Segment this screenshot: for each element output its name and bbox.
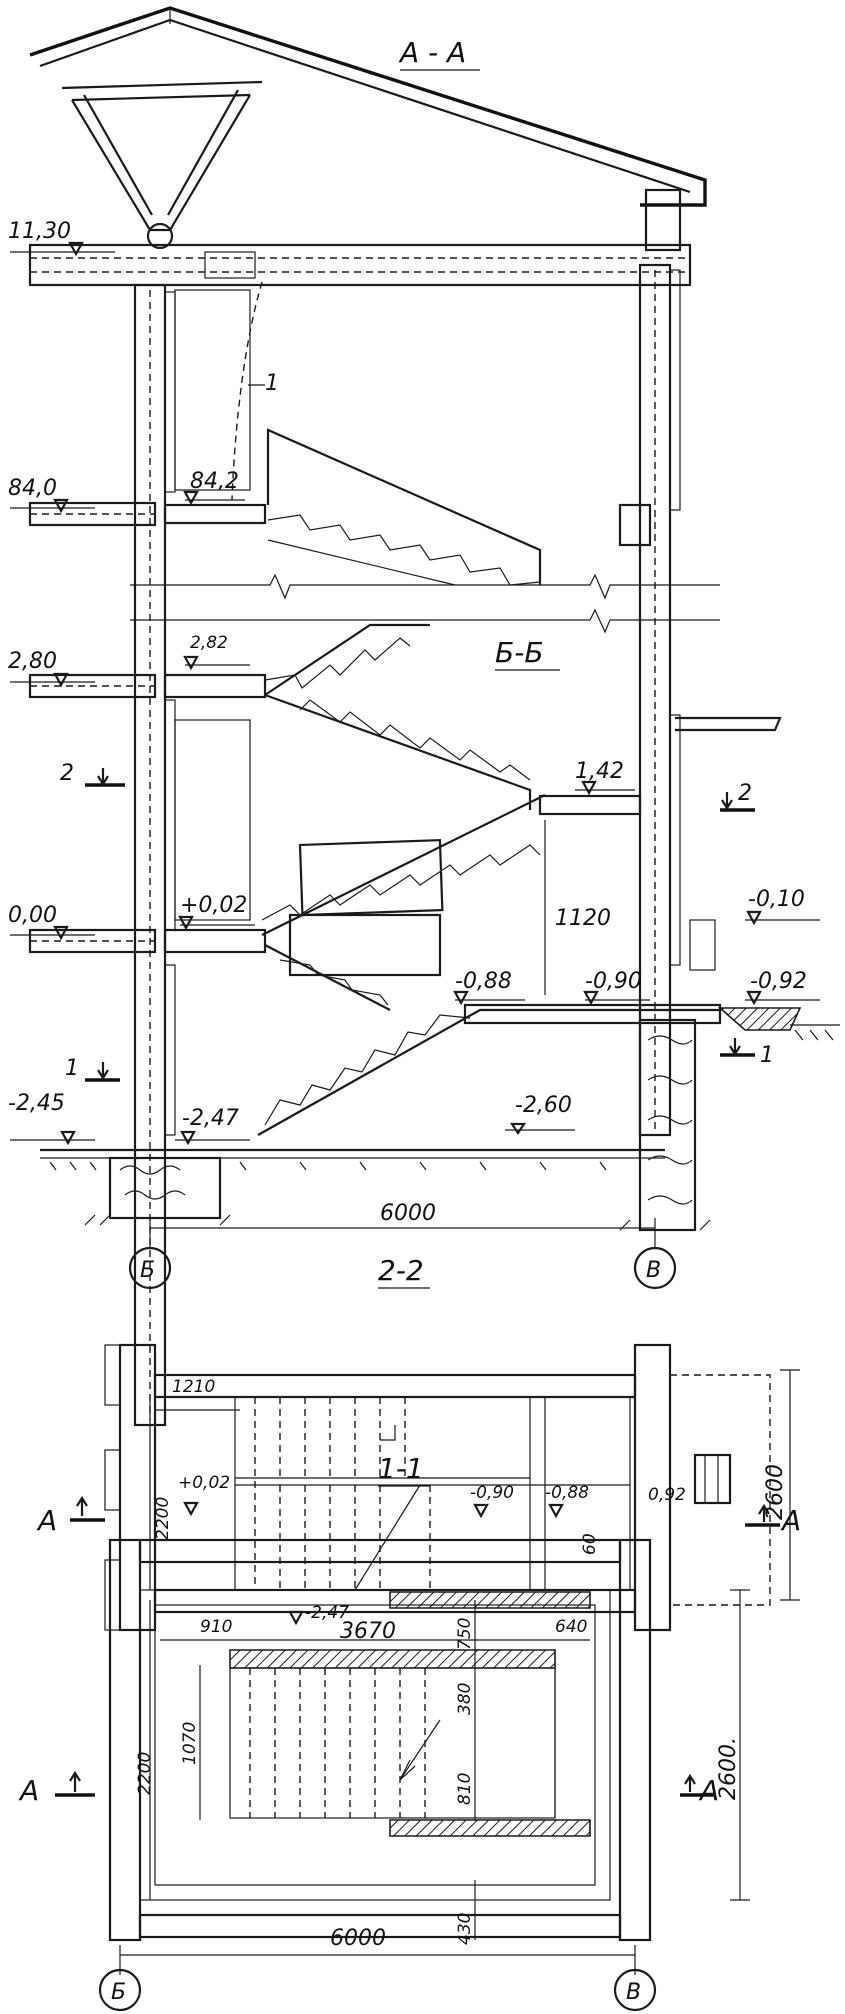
section-title-aa: А - А [398, 36, 466, 69]
cut-1-left: 1 [65, 1056, 79, 1081]
dim-2600-a: 2600 [763, 1464, 788, 1520]
ground [40, 1024, 840, 1171]
elevation-markers [10, 69, 820, 1487]
left-wall [133, 283, 176, 1427]
elev-245: -2,45 [8, 1091, 65, 1116]
dim-810: 810 [455, 1773, 475, 1805]
plan-22 [70, 1343, 800, 1632]
section-title-bb: Б-Б [495, 636, 544, 669]
axis-v-top: В [646, 1258, 661, 1283]
section-title-11: 1-1 [378, 1452, 424, 1485]
section-title-22: 2-2 [378, 1254, 424, 1287]
dim-2600-b: 2600. [716, 1737, 741, 1800]
elev-280: 2,80 [8, 649, 57, 674]
dim-6000-plan: 6000 [330, 1926, 386, 1951]
canopy [675, 716, 782, 732]
dim-6000-section: 6000 [380, 1201, 436, 1226]
top-slab [28, 243, 692, 287]
leader-1 [231, 281, 263, 501]
right-wall [638, 263, 681, 1137]
elev-092: -0,92 [750, 969, 807, 994]
elev-282: 2,82 [190, 633, 228, 653]
axis-b-top: Б [140, 1258, 155, 1283]
elev-260: -2,60 [515, 1093, 572, 1118]
plan22-elev-090: -0,90 [470, 1483, 514, 1503]
upper-flight [266, 428, 542, 586]
break-lines [130, 573, 720, 634]
cut-1-right: 1 [760, 1043, 774, 1068]
axis-a-plan11-right: А [698, 1774, 719, 1807]
elev-010: -0,10 [748, 887, 805, 912]
axis-bubbles-bottom [98, 1965, 657, 2012]
plan22-elev-002: +0,02 [178, 1473, 230, 1493]
elev-842: 84,2 [190, 469, 239, 494]
door-middle [174, 719, 251, 921]
cut-2-right: 2 [738, 781, 752, 806]
elev-840: 84,0 [8, 476, 57, 501]
floor-slab-000 [28, 928, 267, 954]
plan22-treads [254, 1397, 431, 1591]
dim-3670: 3670 [340, 1619, 396, 1644]
dim-6000-top [149, 1218, 656, 1238]
floor-slab-280 [28, 673, 267, 699]
dim-2200-b: 2200 [135, 1752, 155, 1795]
elev-002: +0,02 [180, 893, 247, 918]
dim-910: 910 [200, 1617, 232, 1637]
plan-11 [55, 1538, 750, 1965]
axis-a-plan22-right: А [780, 1504, 801, 1537]
elev-1130: 11,30 [8, 219, 71, 244]
axis-bubbles-top [128, 1238, 677, 1290]
dim-430: 430 [455, 1913, 475, 1945]
elev-142: 1,42 [575, 759, 624, 784]
basement-flight [257, 1003, 802, 1136]
axis-a-plan11-left: А [18, 1774, 39, 1807]
elev-090: -0,90 [585, 969, 642, 994]
dim-1210: 1210 [172, 1377, 215, 1397]
floor-slab-upper [28, 501, 652, 547]
dim-1070: 1070 [180, 1722, 200, 1765]
dim-640: 640 [555, 1617, 587, 1637]
dim-1120: 1120 [555, 906, 611, 931]
landing-142 [538, 794, 642, 995]
plan11-treads [249, 1668, 441, 1818]
axis-v-bottom: В [626, 1980, 641, 2005]
axis-b-bottom: Б [111, 1980, 126, 2005]
section-aa [10, 6, 840, 1487]
plan22-elev-088: -0,88 [545, 1483, 589, 1503]
foundation-left [84, 1156, 231, 1226]
dim-750: 750 [455, 1618, 475, 1650]
mark-1: 1 [265, 371, 279, 396]
cut-2-left: 2 [60, 761, 74, 786]
plan11-elev-247: -2,47 [305, 1603, 349, 1623]
plan22-dim-60: 60 [580, 1533, 600, 1555]
dim-380: 380 [455, 1683, 475, 1715]
foundation-right [619, 1018, 711, 1232]
roof [29, 6, 707, 252]
elev-088: -0,88 [455, 969, 512, 994]
elev-247: -2,47 [182, 1106, 239, 1131]
axis-a-plan22-left: А [36, 1504, 57, 1537]
plan22-elev-092: 0,92 [648, 1485, 686, 1505]
dim-2200-a: 2200 [153, 1497, 173, 1540]
text-labels: А - А Б-Б 2-2 1-1 11,30 84,0 84,2 1 2,80… [8, 36, 807, 2005]
elev-000: 0,00 [8, 903, 57, 928]
door-upper [174, 289, 251, 491]
flights-middle [261, 623, 546, 1011]
